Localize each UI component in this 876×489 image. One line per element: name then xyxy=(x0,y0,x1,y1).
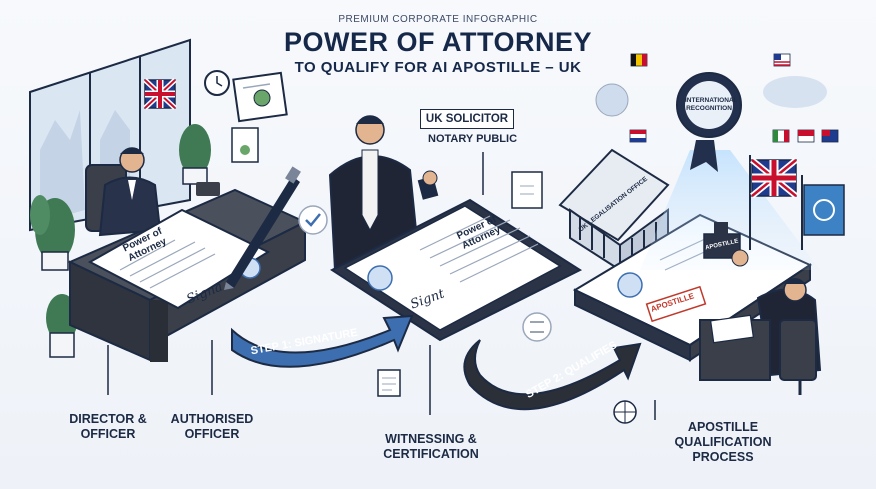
director-figure xyxy=(85,147,162,237)
certificate-frame-icon xyxy=(232,71,288,123)
badge-text: INTERNATIONAL RECOGNITION xyxy=(685,97,738,112)
notary-public-label: NOTARY PUBLIC xyxy=(428,133,518,145)
left-document xyxy=(87,208,271,310)
world-map-icon xyxy=(763,76,827,108)
flag-uk-icon xyxy=(749,155,798,250)
caption-director: DIRECTOR & OFFICER xyxy=(69,412,147,441)
telephone-icon xyxy=(196,182,220,196)
step2-arrow xyxy=(463,339,642,411)
apostille-officer xyxy=(699,278,822,395)
shield-check-icon xyxy=(298,205,328,235)
document-icon xyxy=(511,171,543,209)
network-icon xyxy=(522,312,552,342)
small-flags xyxy=(629,53,839,143)
recognition-badge-icon xyxy=(676,72,742,172)
globe-icon xyxy=(595,83,637,424)
caption-apostille: APOSTILLE QUALIFICATION PROCESS xyxy=(674,420,772,464)
caption-witnessing: WITNESSING & CERTIFICATION xyxy=(383,432,479,461)
caption-authorised: AUTHORISED OFFICER xyxy=(170,412,254,441)
plant-left xyxy=(30,195,75,271)
legalisation-building xyxy=(558,148,670,272)
clock-icon xyxy=(204,70,230,96)
flag-un-icon xyxy=(801,175,845,250)
page-title: POWER OF ATTORNEY xyxy=(283,27,592,57)
recognition-beam xyxy=(640,150,820,270)
plant-top xyxy=(179,124,211,185)
leader-lines xyxy=(107,152,656,420)
uk-solicitor-label: UK SOLICITOR xyxy=(420,109,514,129)
stamp-icon xyxy=(703,222,749,267)
pen-icon xyxy=(224,166,301,290)
checklist-icon xyxy=(377,369,401,397)
wall-document-icon xyxy=(231,127,259,163)
header-kicker: PREMIUM CORPORATE INFOGRAPHIC xyxy=(338,14,538,25)
page-subtitle: TO QUALIFY FOR AI APOSTILLE – UK xyxy=(294,59,582,76)
step1-arrow xyxy=(231,314,414,368)
flag-uk-wall-icon xyxy=(143,78,177,110)
